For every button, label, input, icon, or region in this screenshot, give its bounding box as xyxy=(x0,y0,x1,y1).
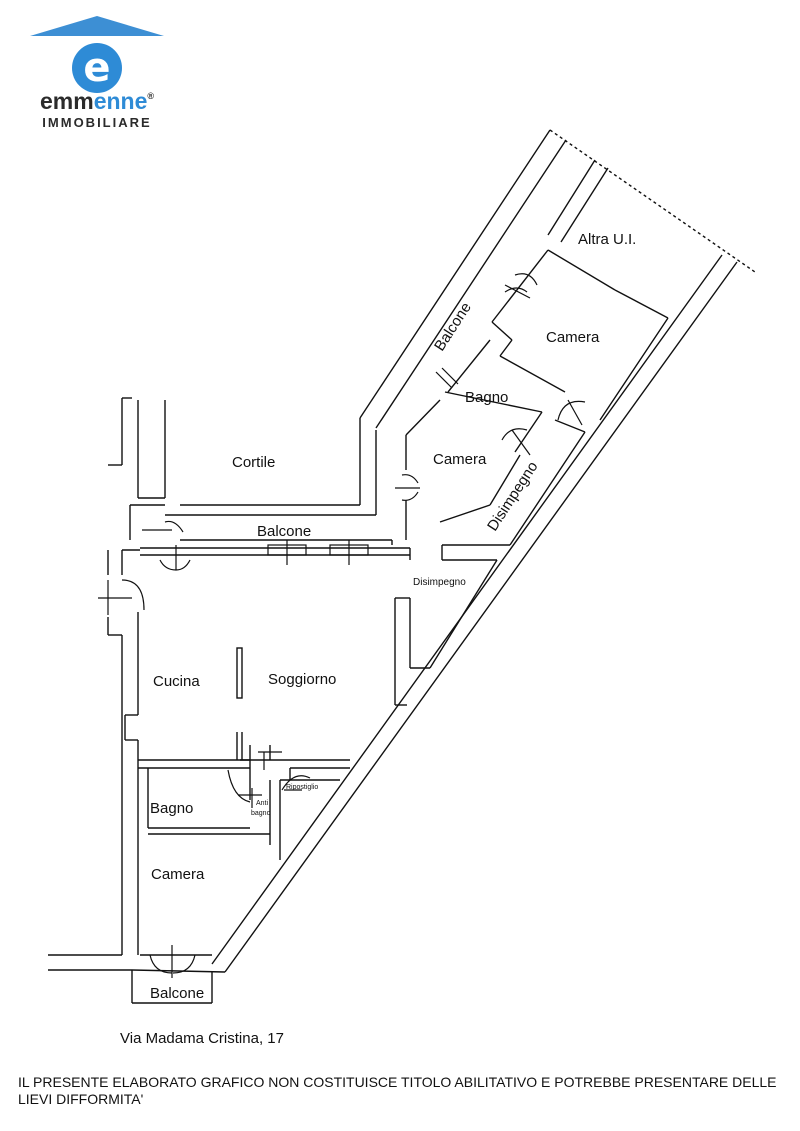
label-camera-lower: Camera xyxy=(151,866,205,883)
label-camera-top: Camera xyxy=(546,329,600,346)
brand-subtitle: IMMOBILIARE xyxy=(42,115,151,130)
svg-text:e: e xyxy=(83,45,110,91)
e-emblem-icon xyxy=(72,43,122,93)
label-disimpegno-small: Disimpegno xyxy=(413,577,466,588)
label-bagno-upper: Bagno xyxy=(465,389,508,406)
brand-part2: enne xyxy=(94,88,148,114)
label-ripostiglio: Ripostiglio xyxy=(286,784,318,791)
label-balcone-lower: Balcone xyxy=(150,985,204,1002)
address: Via Madama Cristina, 17 xyxy=(120,1030,284,1047)
brand-name: emmenne® xyxy=(40,88,154,114)
label-disimpegno-upper: Disimpegno xyxy=(484,458,541,534)
label-bagno-lower: Bagno xyxy=(150,800,193,817)
brand-part1: emm xyxy=(40,88,94,114)
label-antibagno-1: Anti xyxy=(256,800,269,807)
registered-mark: ® xyxy=(147,91,154,101)
label-balcone-mid: Balcone xyxy=(257,523,311,540)
label-camera-mid: Camera xyxy=(433,451,487,468)
label-altra-ui: Altra U.I. xyxy=(578,231,636,248)
label-cucina: Cucina xyxy=(153,673,200,690)
label-cortile: Cortile xyxy=(232,454,275,471)
label-antibagno-2: bagno xyxy=(251,810,271,817)
label-soggiorno: Soggiorno xyxy=(268,671,336,688)
doors-windows xyxy=(98,273,586,978)
brand-logo: e emmenne® IMMOBILIARE xyxy=(30,16,164,130)
label-balcone-upper: Balcone xyxy=(431,299,475,354)
roof-icon xyxy=(30,16,164,36)
disclaimer: IL PRESENTE ELABORATO GRAFICO NON COSTIT… xyxy=(18,1074,777,1107)
